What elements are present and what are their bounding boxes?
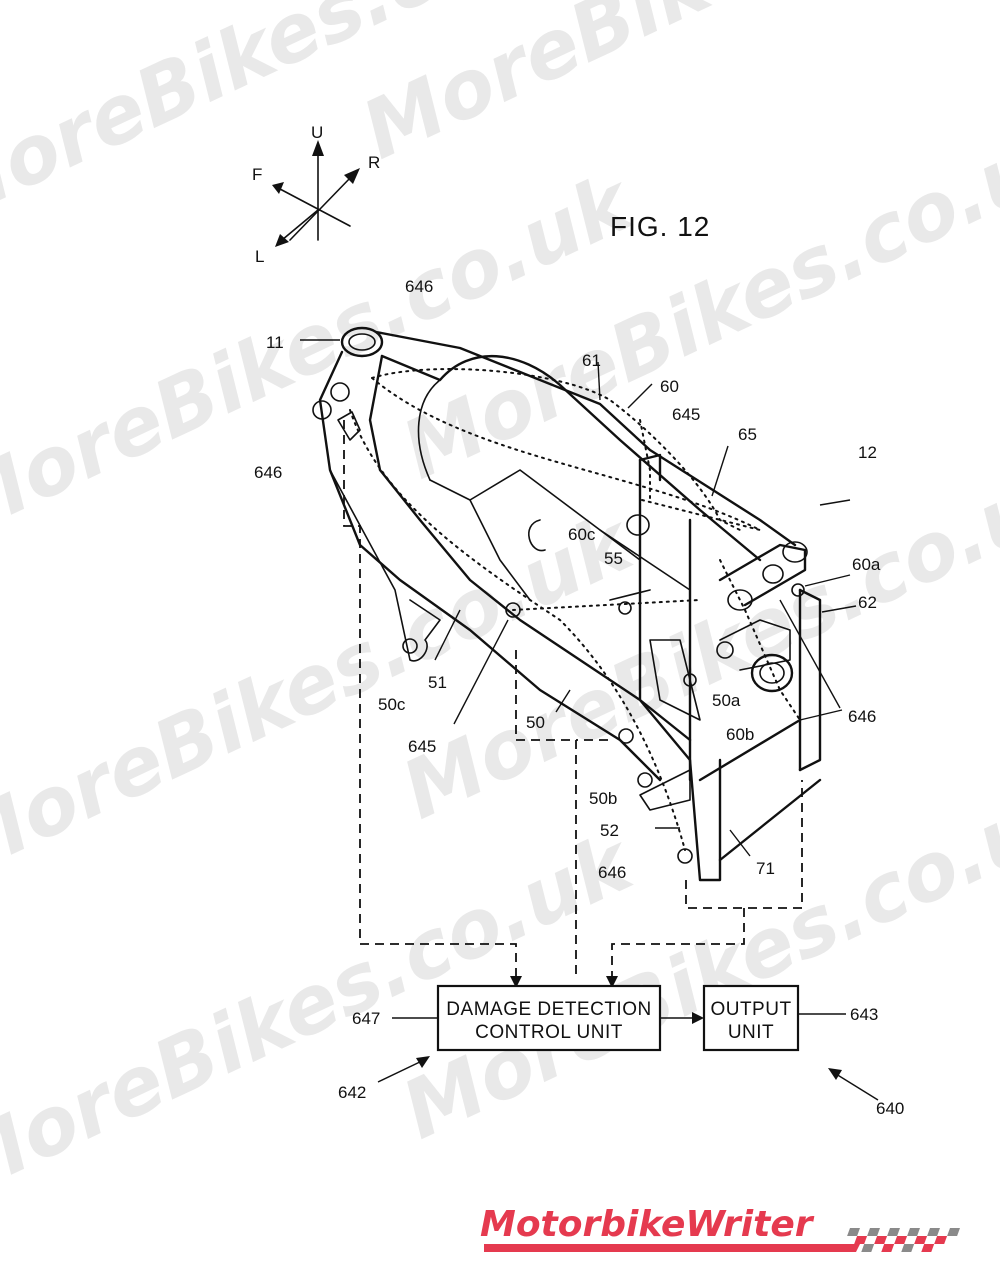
checkered-flag-icon bbox=[841, 1228, 960, 1252]
ref-60a: 60a bbox=[852, 555, 881, 574]
ref-60c: 60c bbox=[568, 525, 596, 544]
ref-52: 52 bbox=[600, 821, 619, 840]
ref-647: 647 bbox=[352, 1009, 380, 1028]
ref-51: 51 bbox=[428, 673, 447, 692]
direction-rear-label: R bbox=[368, 153, 380, 172]
ref-50c: 50c bbox=[378, 695, 406, 714]
output-unit-line-2: UNIT bbox=[728, 1022, 774, 1043]
damage-detection-control-unit: DAMAGE DETECTION CONTROL UNIT bbox=[436, 984, 662, 1052]
ref-12: 12 bbox=[858, 443, 877, 462]
frame-drawing bbox=[300, 326, 857, 882]
direction-up-label: U bbox=[311, 123, 323, 142]
direction-front-label: F bbox=[252, 165, 262, 184]
output-unit: OUTPUT UNIT bbox=[702, 984, 800, 1052]
ref-646-bottom: 646 bbox=[598, 863, 626, 882]
signal-lines bbox=[343, 420, 803, 988]
ref-11: 11 bbox=[266, 333, 284, 352]
orientation-compass: U F R L bbox=[252, 123, 380, 266]
logo-text: MotorbikeWriter bbox=[480, 1204, 815, 1245]
ref-50: 50 bbox=[526, 713, 545, 732]
ref-65: 65 bbox=[738, 425, 757, 444]
ref-640: 640 bbox=[876, 1099, 904, 1118]
block-connectors bbox=[377, 1012, 879, 1101]
ref-642: 642 bbox=[338, 1083, 366, 1102]
ref-60: 60 bbox=[660, 377, 679, 396]
ref-645-bottom: 645 bbox=[408, 737, 436, 756]
ref-646-right: 646 bbox=[848, 707, 876, 726]
watermark-text: MoreBikes.co.uk bbox=[349, 0, 1000, 177]
ref-50b: 50b bbox=[589, 789, 617, 808]
ref-50a: 50a bbox=[712, 691, 741, 710]
output-unit-line-1: OUTPUT bbox=[710, 999, 791, 1020]
motorbikewriter-logo: MotorbikeWriter bbox=[480, 1204, 960, 1252]
control-unit-line-2: CONTROL UNIT bbox=[475, 1022, 623, 1043]
ref-645-top: 645 bbox=[672, 405, 700, 424]
ref-646-left: 646 bbox=[254, 463, 282, 482]
ref-62: 62 bbox=[858, 593, 877, 612]
ref-643: 643 bbox=[850, 1005, 878, 1024]
control-unit-line-1: DAMAGE DETECTION bbox=[446, 999, 651, 1020]
figure-title: FIG. 12 bbox=[610, 211, 710, 242]
ref-55: 55 bbox=[604, 549, 623, 568]
ref-60b: 60b bbox=[726, 725, 754, 744]
direction-left-label: L bbox=[255, 247, 264, 266]
ref-71: 71 bbox=[756, 859, 775, 878]
ref-61: 61 bbox=[582, 351, 601, 370]
ref-646-top: 646 bbox=[405, 277, 433, 296]
